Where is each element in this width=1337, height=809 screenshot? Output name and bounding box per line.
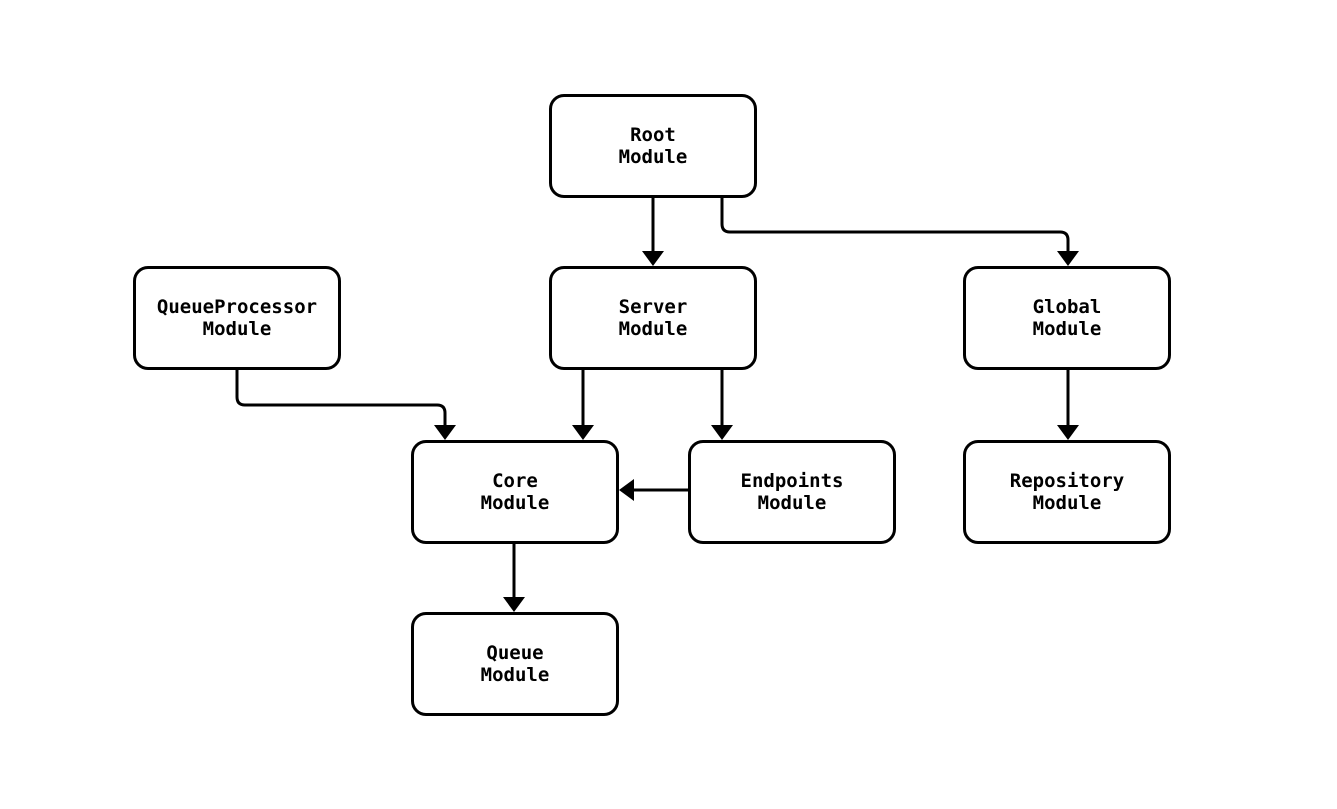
node-label-line: Module	[1032, 492, 1102, 514]
edge-server-core-arrowhead	[572, 425, 594, 440]
node-label-line: Endpoints	[740, 470, 844, 492]
node-label-line: Module	[618, 318, 688, 340]
edge-core-queue-arrowhead	[503, 597, 525, 612]
node-label-line: Module	[757, 492, 827, 514]
node-label-line: Server	[618, 296, 688, 318]
node-label-line: Module	[618, 146, 688, 168]
edge-queueprocessor-core-arrowhead	[434, 425, 456, 440]
node-label-line: Module	[1032, 318, 1102, 340]
edge-queueprocessor-core	[235, 370, 447, 426]
node-label-line: Core	[492, 470, 538, 492]
node-label-line: Root	[630, 124, 676, 146]
edge-endpoints-core-arrowhead	[619, 479, 634, 501]
node-label-line: Module	[480, 492, 550, 514]
node-label-line: Repository	[1009, 470, 1125, 492]
edge-global-repository-arrowhead	[1057, 425, 1079, 440]
node-label-line: QueueProcessor	[156, 296, 318, 318]
edge-root-server-arrowhead	[642, 251, 664, 266]
node-label-line: Global	[1032, 296, 1102, 318]
edge-root-global	[720, 198, 1070, 252]
node-label-line: Queue	[486, 642, 544, 664]
node-label-line: Module	[480, 664, 550, 686]
node-label-line: Module	[202, 318, 272, 340]
edge-server-endpoints-arrowhead	[711, 425, 733, 440]
edge-root-global-arrowhead	[1057, 251, 1079, 266]
